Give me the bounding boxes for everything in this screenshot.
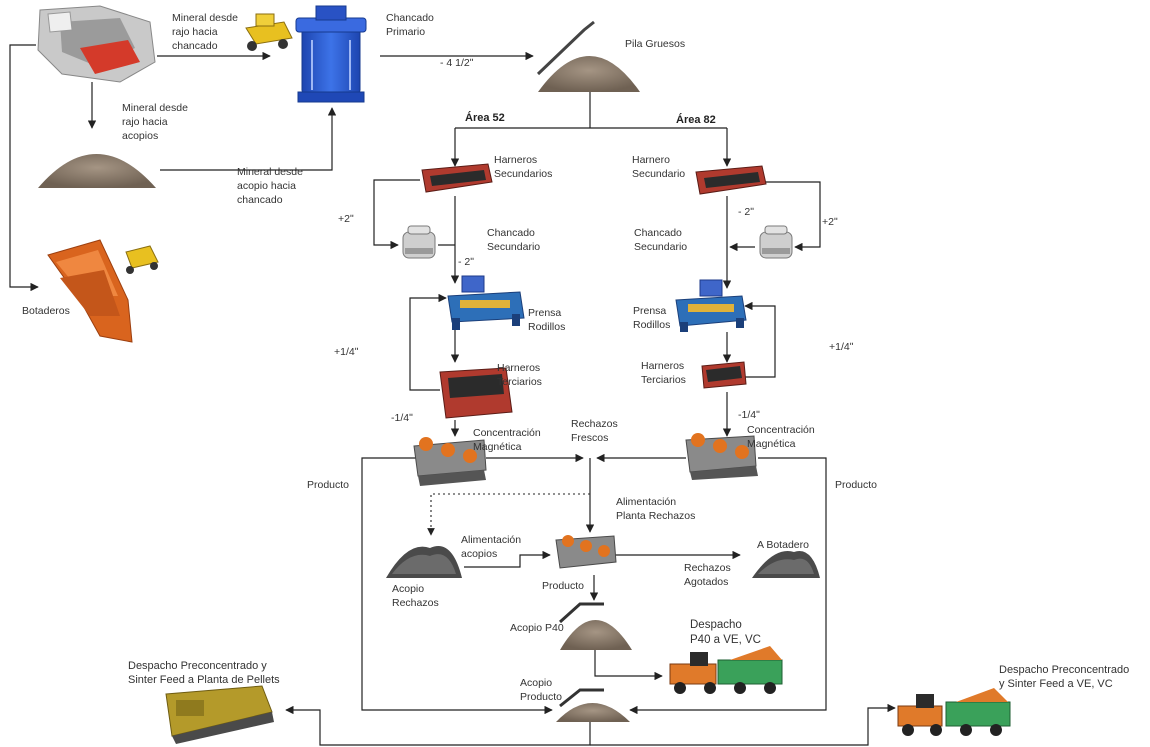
label-plus2-left: +2ʺ: [338, 213, 354, 225]
cone-crusher-left-icon: [402, 225, 436, 259]
label-despacho-p40: Despacho P40 a VE, VC: [690, 619, 761, 646]
secondary-screen-right-icon: [695, 165, 767, 195]
label-pila-gruesos: Pila Gruesos: [625, 38, 685, 50]
label-harneros-secundarios: Harneros Secundarios: [494, 154, 552, 180]
label-concentracion-right: Concentración Magnética: [747, 424, 818, 450]
label-mineral-rajo-chancado: Mineral desde rajo hacia chancado: [172, 12, 241, 52]
label-producto-left: Producto: [307, 479, 349, 491]
label-despacho-pellets: Despacho Preconcentrado y Sinter Feed a …: [128, 660, 280, 686]
label-mineral-acopio-chancado: Mineral desde acopio hacia chancado: [237, 166, 306, 206]
haul-truck-icon: [245, 13, 293, 51]
label-minus14-left: -1/4ʺ: [391, 412, 413, 424]
label-rechazos-agotados: Rechazos Agotados: [684, 562, 734, 588]
label-plus14-left: +1/4ʺ: [334, 346, 359, 358]
label-a-botadero: A Botadero: [757, 539, 809, 551]
magnetic-separator-left-icon: [413, 437, 487, 486]
label-acopio-rechazos: Acopio Rechazos: [392, 583, 439, 609]
label-minus2-left: - 2ʺ: [458, 256, 474, 268]
magnetic-separator-right-icon: [685, 433, 758, 480]
label-prensa-rodillos-right: Prensa Rodillos: [633, 305, 670, 331]
label-chancado-secundario-right: Chancado Secundario: [634, 227, 687, 253]
waste-dump-icon: [47, 239, 159, 343]
label-plus2-right: +2ʺ: [822, 216, 838, 228]
acopio-producto-pile-icon: [556, 688, 630, 722]
label-acopio-producto: Acopio Producto: [520, 677, 562, 703]
label-alimentacion-acopios: Alimentación acopios: [461, 534, 524, 560]
acopio-p40-pile-icon: [558, 602, 632, 650]
train-icon: [165, 685, 274, 744]
roller-press-left-icon: [447, 275, 525, 330]
label-size-4-1-2: - 4 1/2ʺ: [440, 57, 474, 69]
tertiary-screen-left-icon: [439, 367, 513, 419]
label-alimentacion-planta: Alimentación Planta Rechazos: [616, 496, 695, 522]
primary-crusher-icon: [295, 5, 367, 103]
label-chancado-secundario-left: Chancado Secundario: [487, 227, 540, 253]
secondary-screen-left-icon: [421, 163, 493, 193]
tertiary-screen-right-icon: [701, 361, 747, 389]
loader-truck-ve-vc-icon: [897, 688, 1011, 736]
labels: Mineral desde rajo hacia chancado Minera…: [22, 12, 1132, 703]
mine-crusher-icon: [37, 5, 156, 83]
label-harneros-terciarios-left: Harneros Terciarios: [497, 362, 543, 388]
magnetic-separator-rechazos-icon: [555, 535, 617, 569]
label-minus2-right: - 2ʺ: [738, 206, 754, 218]
cone-crusher-right-icon: [759, 225, 793, 259]
roller-press-right-icon: [675, 279, 747, 332]
label-chancado-primario: Chancado Primario: [386, 12, 437, 38]
label-prensa-rodillos-left: Prensa Rodillos: [528, 307, 565, 333]
coarse-ore-pile-icon: [536, 20, 640, 92]
label-mineral-rajo-acopios: Mineral desde rajo hacia acopios: [122, 102, 191, 142]
label-plus14-right: +1/4ʺ: [829, 341, 854, 353]
label-rechazos-frescos: Rechazos Frescos: [571, 418, 621, 444]
label-producto-right: Producto: [835, 479, 877, 491]
stockpile-icon: [38, 154, 156, 188]
label-acopio-p40: Acopio P40: [510, 622, 564, 634]
label-area-52: Área 52: [465, 111, 505, 124]
label-despacho-ve-vc: Despacho Preconcentrado y Sinter Feed a …: [999, 664, 1132, 690]
acopio-rechazos-icon: [386, 546, 462, 578]
label-harnero-secundario: Harnero Secundario: [632, 154, 685, 180]
label-concentracion-left: Concentración Magnética: [473, 427, 544, 453]
label-harneros-terciarios-right: Harneros Terciarios: [641, 360, 687, 386]
label-producto-mid: Producto: [542, 580, 584, 592]
label-minus14-right: -1/4ʺ: [738, 409, 760, 421]
label-botaderos: Botaderos: [22, 305, 70, 317]
a-botadero-pile-icon: [752, 551, 820, 578]
label-area-82: Área 82: [676, 113, 716, 126]
loader-truck-p40-icon: [669, 646, 783, 694]
flow-lines: [9, 44, 896, 746]
